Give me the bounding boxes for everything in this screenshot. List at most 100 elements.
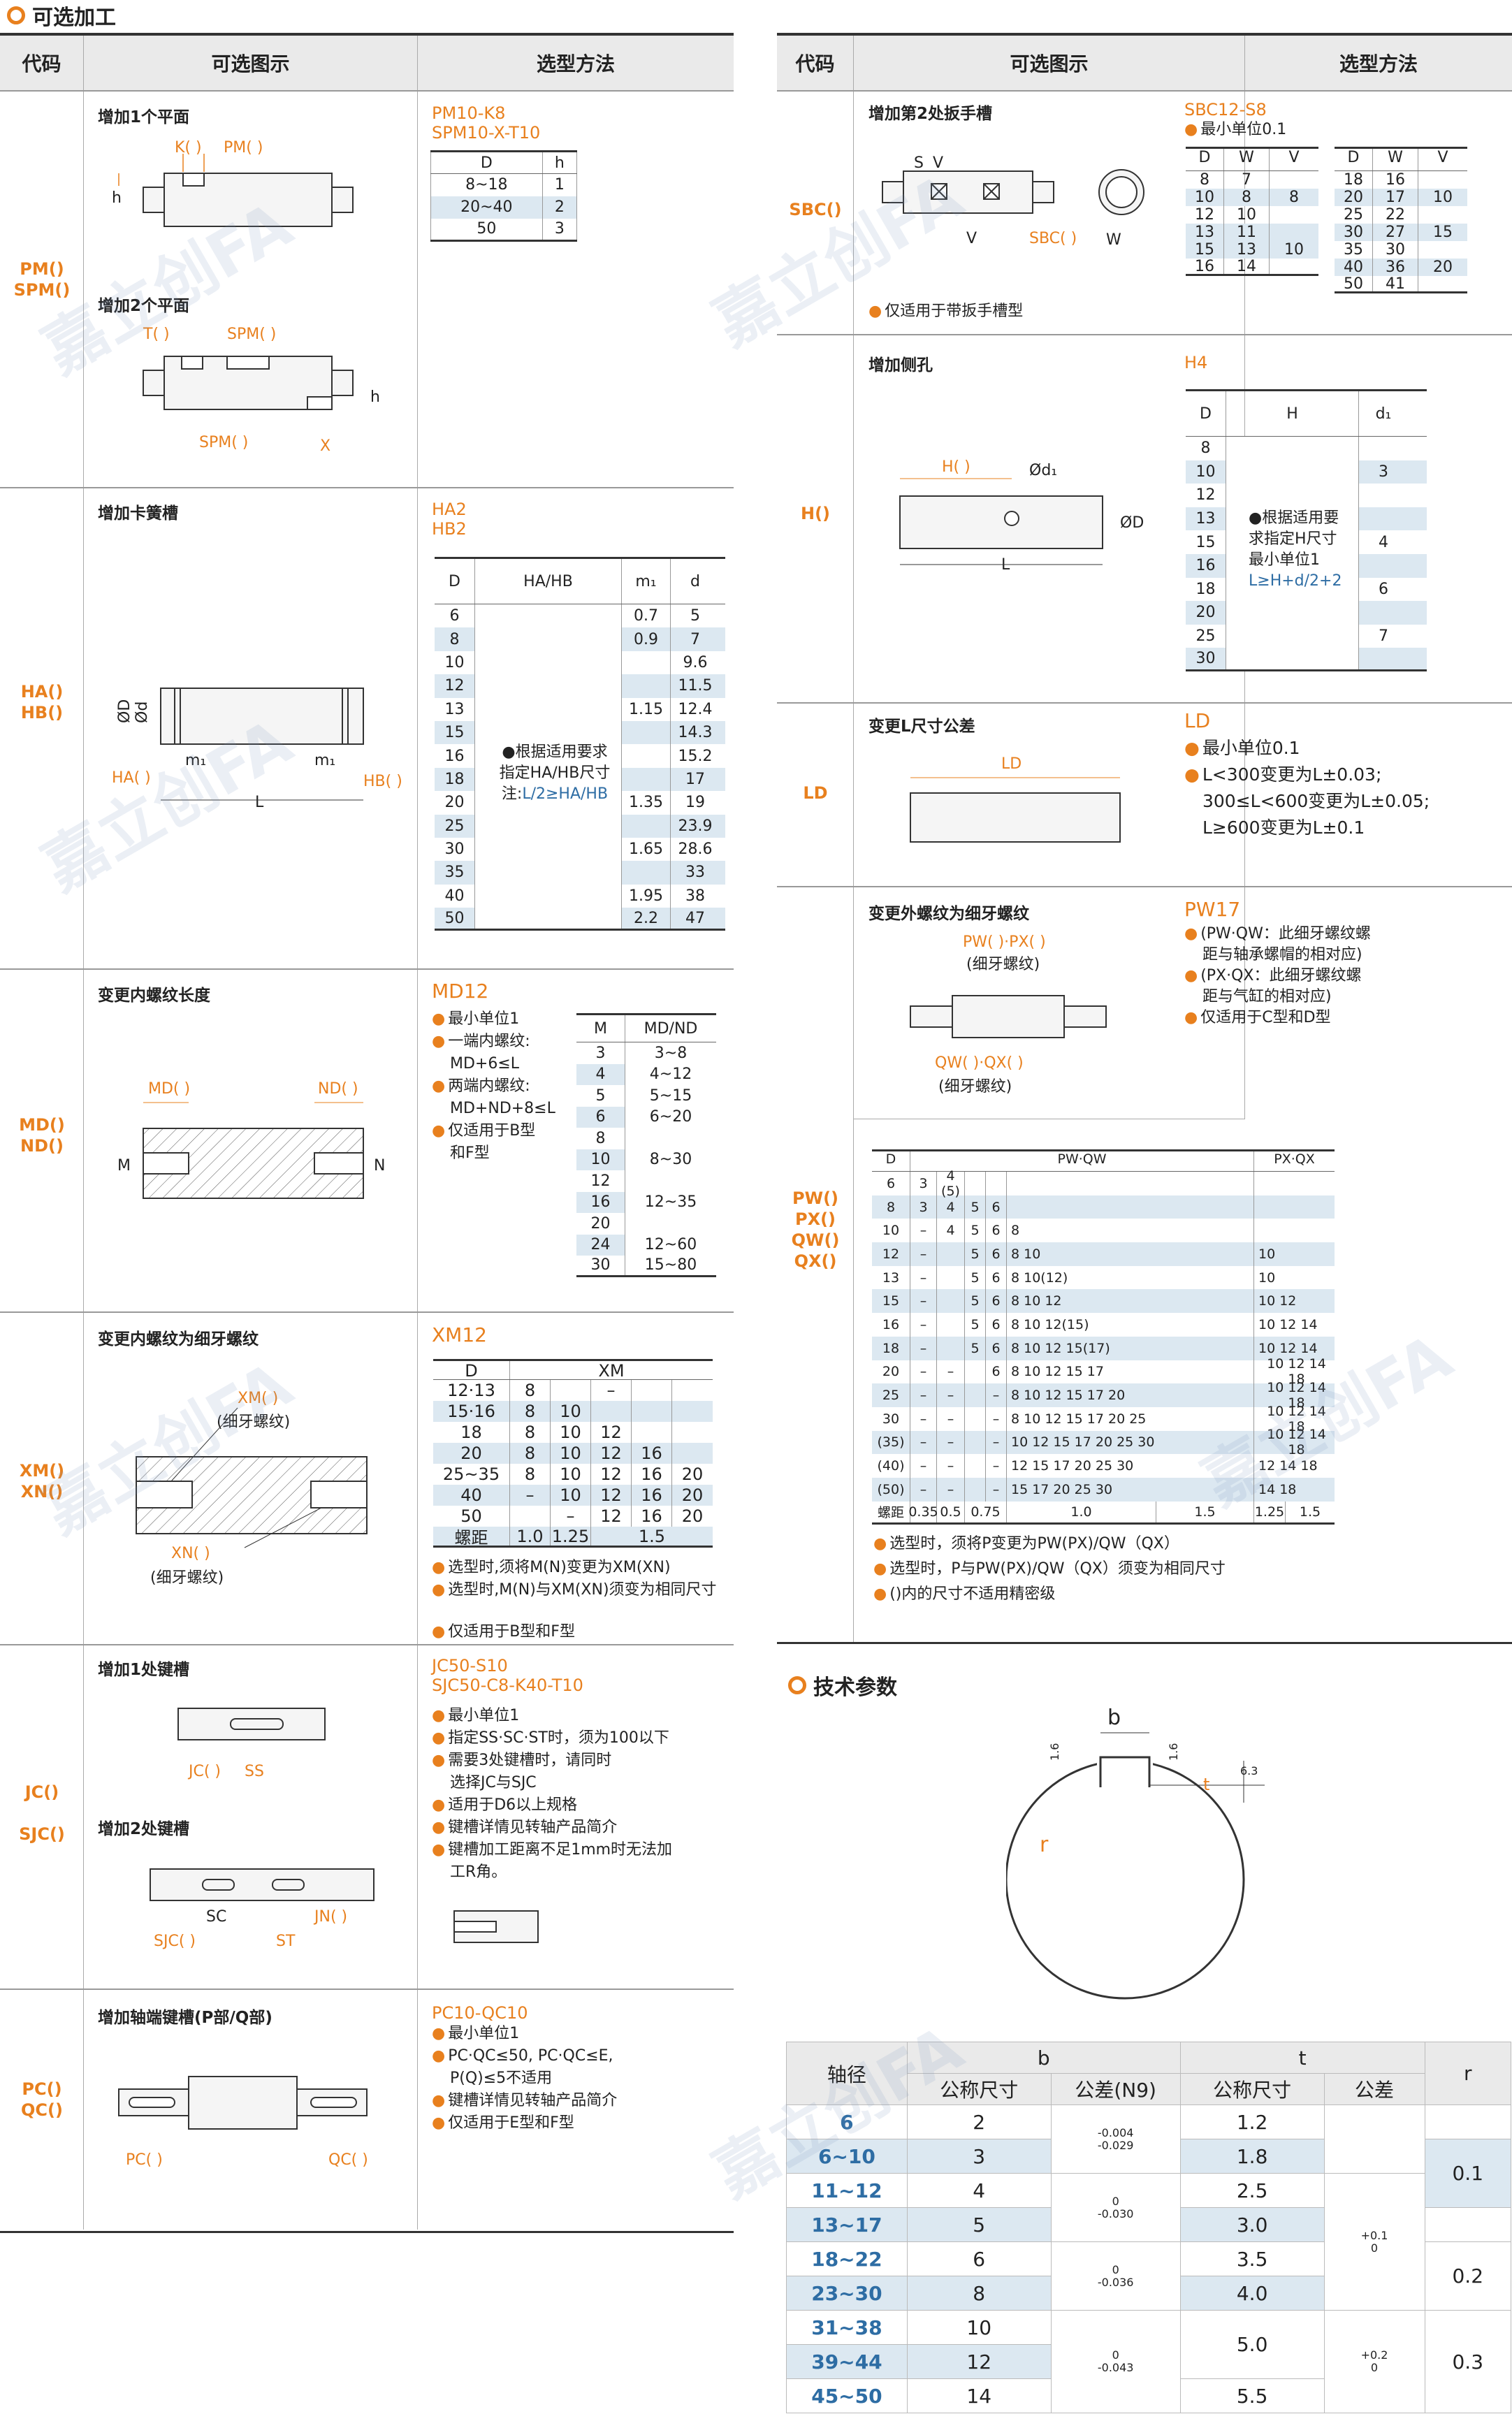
table-cell: 6 [435,604,475,628]
table-cell: 30 [1335,224,1373,241]
table-cell [1226,648,1359,669]
table-cell: 20 [576,1213,625,1235]
spec-xm: XM12 [432,1323,487,1346]
dim-ss: SS [245,1763,264,1780]
dim-pwpx: PW( )·PX( ) [963,933,1046,951]
table-cell: – [910,1360,937,1384]
table-cell: 10 [435,650,475,675]
table-cell: (50) [872,1477,910,1502]
table-cell: 28.6 [678,841,713,859]
table-cell [475,627,622,651]
table-cell: – [937,1360,965,1384]
dim-x: X [320,437,330,455]
table-cell: 40 [433,1485,510,1506]
table-cell: 1.5 [1299,1504,1321,1520]
table-cell [965,1454,986,1478]
table-cell [1359,437,1408,460]
table-cell [632,1422,672,1443]
pw-bottom-notes: 选型时，须将P变更为PW(PX)/QW（QX） 选型时，P与PW(PX)/QW（… [873,1532,1226,1607]
table-cell [632,1380,672,1401]
table-cell: 8 10 12 15(17) [1007,1336,1254,1360]
table-cell: 6 [986,1219,1007,1243]
table-cell: 30 [872,1406,910,1431]
dim-h: H( ) [942,458,971,476]
left-table-header: 代码 可选图示 选型方法 [0,33,734,92]
table-cell [1270,259,1318,274]
table-cell: 0.5 [937,1501,965,1523]
table-cell: 4 [1379,533,1388,551]
spec-ha: HA2 HB2 [432,500,467,539]
table-cell: 0.35 [908,1501,938,1523]
table-cell: – [910,1383,937,1407]
table-cell: 1.25 [1254,1501,1286,1523]
code-ha: HA() HB() [20,682,64,722]
table-cell: – [910,1430,937,1455]
dim-xm: XM( ) [238,1390,278,1407]
table-cell [622,744,671,768]
dim-xn: XN( ) [171,1545,210,1562]
dim-r16a: 1.6 [1048,1743,1061,1761]
table-cell [1226,530,1359,554]
table-cell: 8 [576,1128,625,1149]
table-cell: 10 [551,1464,591,1485]
code-sbc: SBC() [789,200,842,219]
table-cell: 17 [685,770,705,788]
table-cell: 7 [1224,171,1270,189]
table-cell: 螺距 [433,1527,510,1548]
table-cell: 18 [435,767,475,792]
dim-jn: JN( ) [313,1908,347,1926]
table-cell [475,650,622,675]
table-cell: 25 [872,1383,910,1407]
dim-hb: HB( ) [363,773,402,790]
dim-dd: ØD [1120,514,1144,532]
table-cell [475,720,622,745]
table-cell: 16 [1186,553,1226,578]
table-row: 13 [1186,507,1427,531]
jc-notes: 最小单位1 指定SS·SC·ST时，须为100以下 需要3处键槽时，请同时 选择… [432,1705,672,1884]
md-drawing: MD( ) ND( ) M N [117,1080,385,1199]
table-cell: – [591,1380,632,1401]
table-cell: 12~60 [625,1234,716,1256]
spec-ld: LD [1184,709,1211,732]
desc-ha: 增加卡簧槽 [98,504,178,523]
xm-notes: 选型时,须将M(N)变更为XM(XN) 选型时,M(N)与XM(XN)须变为相同… [432,1557,716,1643]
table-cell [1226,553,1359,578]
table-cell: 12 [1186,206,1224,224]
table-cell: 10 [1433,189,1453,206]
table-cell: 35 [435,861,475,885]
table-cell: 10 [576,1149,625,1170]
table-cell [622,861,671,885]
dim-l: L [255,794,264,811]
table-cell: – [986,1430,1007,1455]
table-cell: 17 [1373,189,1418,206]
table-cell: (40) [872,1454,910,1478]
table-cell [965,1406,986,1431]
table-cell: 3 [910,1172,937,1195]
table-cell [1359,484,1408,507]
table-cell: 13 [1186,507,1226,531]
table-cell: 20 [435,791,475,815]
table-cell [475,674,622,698]
table-cell: 2.2 [622,908,671,929]
table-cell [625,1170,716,1192]
table-cell: 0.75 [965,1501,1007,1523]
table-cell: 8 10 12(15) [1007,1313,1254,1337]
keyway-drawing: b r t 1.6 1.6 6.3 [1006,1706,1265,2000]
dim-sbc: SBC( ) [1029,230,1077,247]
table-cell: 7 [1379,627,1388,646]
table-cell: 15.2 [678,747,713,765]
table-cell: 12 [591,1422,632,1443]
table-cell: 10 [1258,1246,1276,1262]
